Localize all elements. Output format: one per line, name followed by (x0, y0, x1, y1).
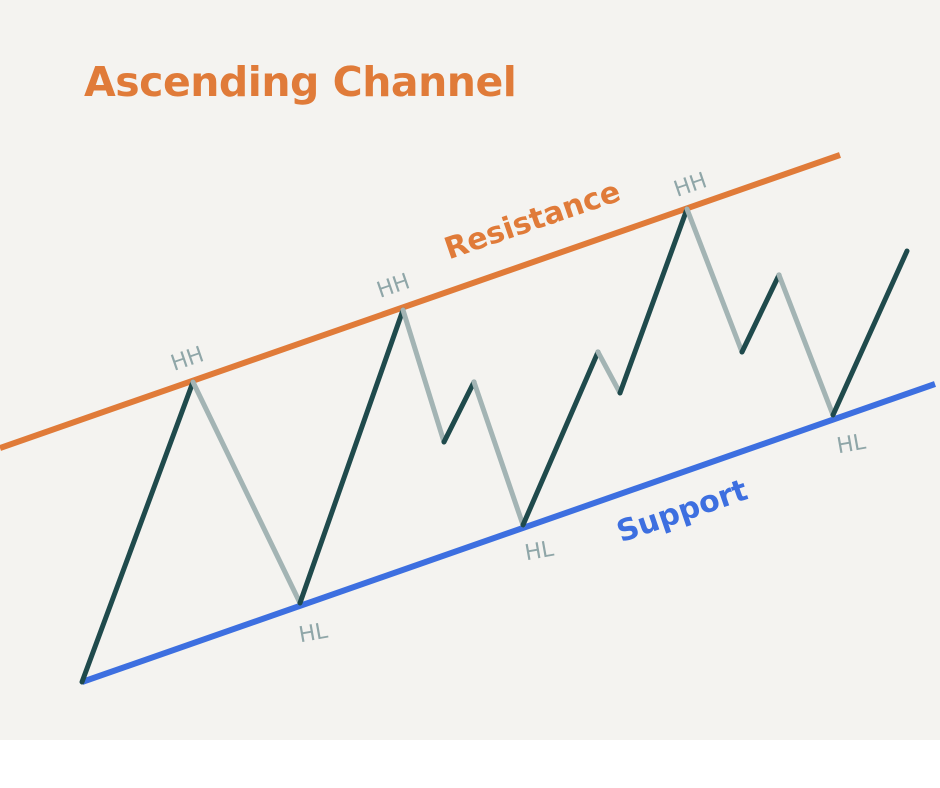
up-leg (830, 248, 910, 418)
up-leg (79, 379, 196, 685)
down-leg (684, 206, 745, 355)
up-leg (297, 307, 406, 606)
diagram-title: Ascending Channel (84, 58, 517, 106)
support-line (81, 381, 936, 685)
hl-marker-2: HL (523, 537, 556, 567)
hh-marker-2: HH (374, 269, 413, 303)
diagram-panel (0, 0, 940, 740)
up-leg (739, 272, 782, 355)
down-leg (776, 272, 836, 418)
support-label: Support (612, 473, 752, 550)
resistance-label: Resistance (440, 174, 625, 267)
hl-marker-1: HL (297, 619, 330, 649)
down-leg (471, 379, 526, 528)
up-leg (617, 206, 690, 396)
hl-marker-3: HL (835, 430, 868, 460)
down-leg (190, 379, 303, 606)
resistance-line (0, 152, 841, 451)
hh-marker-3: HH (671, 168, 710, 202)
up-leg (520, 349, 601, 528)
up-leg (441, 379, 477, 445)
hh-marker-1: HH (168, 342, 207, 376)
down-leg (400, 307, 447, 445)
down-leg (595, 349, 623, 396)
price-zigzag (79, 206, 910, 685)
